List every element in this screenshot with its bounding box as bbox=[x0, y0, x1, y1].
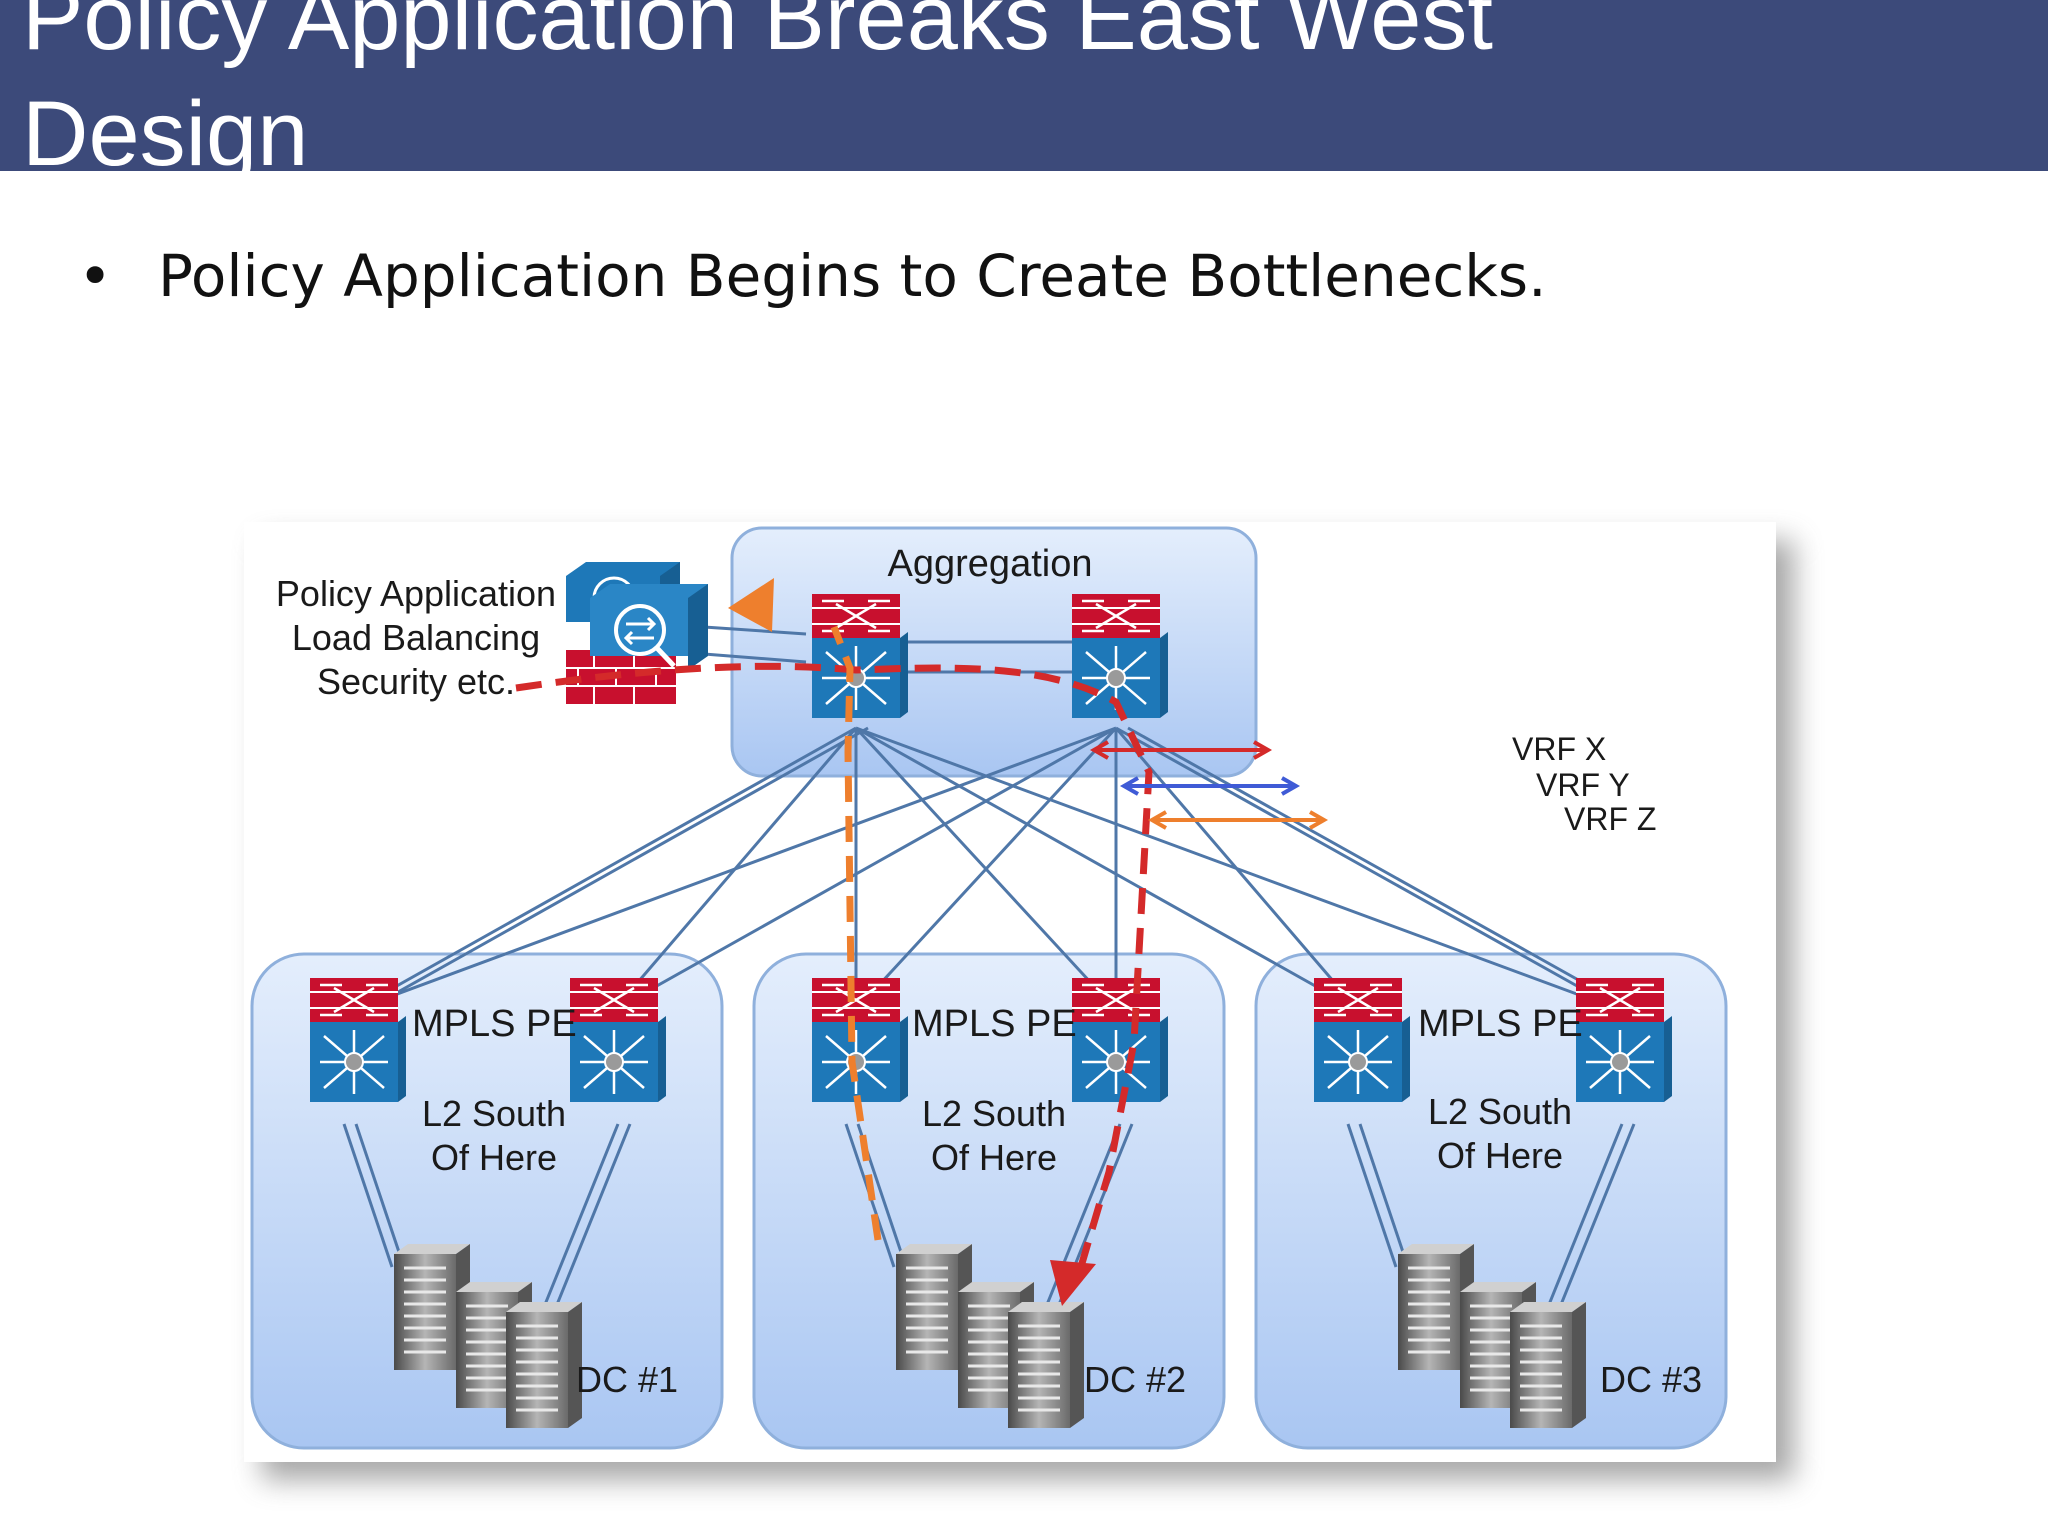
legend-vrf-y-arrow bbox=[1119, 776, 1301, 796]
services-label-line3: Security etc. bbox=[317, 661, 515, 702]
vrf-z-arrowhead bbox=[728, 578, 774, 632]
dc1-l2-label-line1: L2 South bbox=[422, 1093, 566, 1134]
dc2-pe-switch-left-icon bbox=[810, 976, 910, 1104]
slide-title-bar: Policy Application Breaks East West Desi… bbox=[0, 0, 2048, 171]
network-diagram-figure: Aggregation Policy Application Load Bala… bbox=[244, 522, 1776, 1462]
dc2-label: DC #2 bbox=[1084, 1359, 1186, 1400]
dc1-pe-switch-right-icon bbox=[568, 976, 668, 1104]
vrf-z-traffic-path bbox=[830, 625, 882, 1241]
dc2-l2-label-line1: L2 South bbox=[922, 1093, 1066, 1134]
aggregation-switch-left-icon bbox=[810, 592, 910, 720]
aggregation-switch-right-icon bbox=[1070, 592, 1170, 720]
vrf-x-traffic-path bbox=[515, 662, 1153, 1271]
services-label-line1: Policy Application bbox=[276, 573, 556, 614]
dc2-l2-label-line2: Of Here bbox=[931, 1137, 1057, 1178]
dc3-label: DC #3 bbox=[1600, 1359, 1702, 1400]
dc1-label: DC #1 bbox=[576, 1359, 678, 1400]
dc3-l2-label-line1: L2 South bbox=[1428, 1091, 1572, 1132]
uplink-lines bbox=[353, 625, 1633, 1012]
network-diagram: Aggregation Policy Application Load Bala… bbox=[250, 526, 1728, 1450]
bullet-item: • Policy Application Begins to Create Bot… bbox=[78, 242, 1547, 310]
dc1-pe-switch-left-icon bbox=[308, 976, 408, 1104]
dc3-l2-label-line2: Of Here bbox=[1437, 1135, 1563, 1176]
services-label-line2: Load Balancing bbox=[292, 617, 540, 658]
aggregation-label: Aggregation bbox=[888, 543, 1093, 585]
legend-vrf-x-label: VRF X bbox=[1512, 731, 1606, 767]
security-appliance-icon bbox=[590, 584, 708, 670]
legend-vrf-x-arrow bbox=[1089, 740, 1273, 760]
bullet-marker: • bbox=[78, 242, 113, 310]
dc2-pe-label: MPLS PE bbox=[912, 1003, 1077, 1045]
dc3-pe-switch-right-icon bbox=[1574, 976, 1674, 1104]
dc2-pe-switch-right-icon bbox=[1070, 976, 1170, 1104]
legend-vrf-z-arrow bbox=[1147, 810, 1329, 830]
dc1-pe-label: MPLS PE bbox=[412, 1003, 577, 1045]
slide-title: Policy Application Breaks East West Desi… bbox=[22, 0, 1493, 171]
dc3-pe-label: MPLS PE bbox=[1418, 1003, 1583, 1045]
dc3-pe-switch-left-icon bbox=[1312, 976, 1412, 1104]
dc1-l2-label-line2: Of Here bbox=[431, 1137, 557, 1178]
vrf-x-arrowhead bbox=[1050, 1260, 1096, 1306]
legend-vrf-y-label: VRF Y bbox=[1536, 767, 1630, 803]
legend-vrf-z-label: VRF Z bbox=[1564, 801, 1656, 837]
bullet-text: Policy Application Begins to Create Bott… bbox=[158, 242, 1547, 310]
